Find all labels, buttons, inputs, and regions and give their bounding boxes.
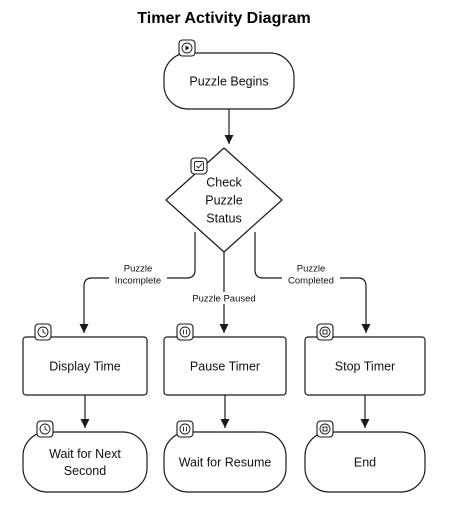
edge-label: Completed — [288, 276, 334, 287]
terminal-shape — [163, 52, 295, 110]
arrowhead — [80, 419, 90, 428]
edge-label-background — [109, 262, 167, 286]
node-display-time: Display Time — [22, 323, 148, 396]
node-label: Wait for Resume — [179, 456, 272, 470]
node-label: Second — [64, 464, 106, 478]
edge-label: Puzzle — [297, 264, 326, 275]
node-end: End — [304, 420, 426, 493]
stop-icon — [316, 323, 334, 341]
node-pause-timer: Pause Timer — [163, 323, 287, 396]
edge-label: Puzzle Paused — [192, 294, 255, 305]
stop-icon — [316, 420, 334, 438]
play-icon — [178, 39, 196, 57]
node-label: Status — [206, 212, 241, 226]
node-label: Stop Timer — [335, 360, 395, 374]
terminal-shape — [22, 431, 148, 493]
node-label: Wait for Next — [49, 447, 121, 461]
edge-label: Puzzle — [124, 264, 153, 275]
node-label: Puzzle Begins — [189, 75, 268, 89]
pause-icon — [176, 323, 194, 341]
edge-pause-timer-to-wait-for-resume — [220, 395, 230, 428]
action-shape — [163, 336, 287, 396]
node-label: Puzzle — [205, 194, 243, 208]
diagram-title: Timer Activity Diagram — [137, 10, 310, 27]
node-label: Pause Timer — [190, 360, 260, 374]
edge-label-background — [185, 292, 263, 304]
edge-check-puzzle-status-to-pause-timer: Puzzle Paused — [185, 252, 263, 333]
arrowhead — [220, 419, 230, 428]
pause-icon — [176, 420, 194, 438]
node-puzzle-begins: Puzzle Begins — [163, 39, 295, 110]
action-shape — [22, 336, 148, 396]
node-wait-for-resume: Wait for Resume — [163, 420, 287, 493]
edge-stop-timer-to-end — [360, 395, 370, 428]
action-shape — [304, 336, 426, 396]
terminal-shape — [304, 431, 426, 493]
arrowhead — [219, 324, 229, 333]
edge-label: Incomplete — [115, 276, 161, 287]
arrowhead — [361, 324, 371, 333]
arrowhead — [360, 419, 370, 428]
node-stop-timer: Stop Timer — [304, 323, 426, 396]
edge-puzzle-begins-to-check-puzzle-status — [224, 109, 234, 144]
terminal-shape — [163, 431, 287, 493]
node-label: Check — [206, 176, 242, 190]
clock-icon — [36, 420, 54, 438]
arrowhead — [79, 324, 89, 333]
checkbox-icon — [190, 157, 208, 175]
clock-icon — [34, 323, 52, 341]
edge-display-time-to-wait-for-next-second — [80, 395, 90, 428]
node-label: End — [354, 456, 376, 470]
arrowhead — [224, 135, 234, 144]
edge-label-background — [282, 262, 340, 286]
node-label: Display Time — [49, 360, 121, 374]
